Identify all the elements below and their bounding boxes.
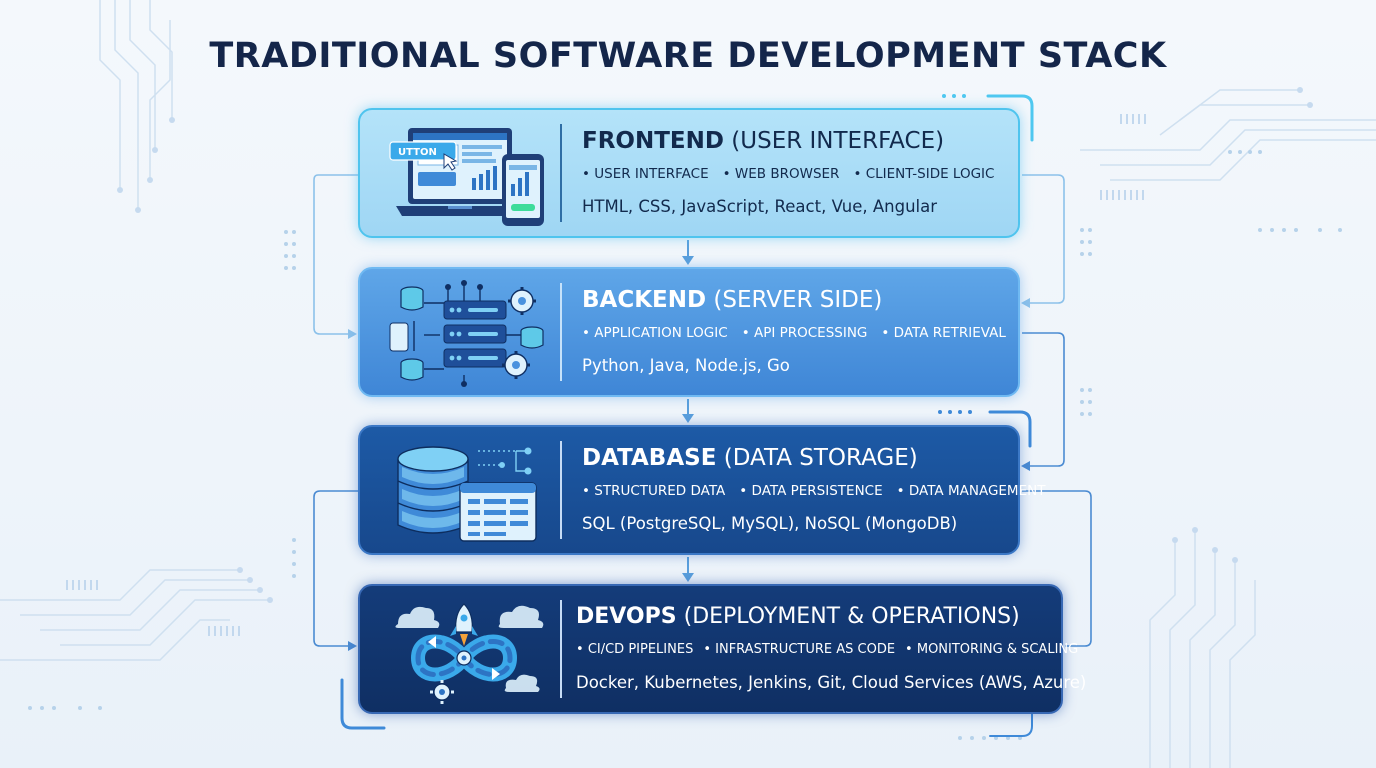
layer-tech: HTML, CSS, JavaScript, React, Vue, Angul… [582,197,937,216]
bullet-item: APPLICATION LOGIC [582,323,727,343]
page-title: TRADITIONAL SOFTWARE DEVELOPMENT STACK [209,36,1167,76]
layer-title-sub: (USER INTERFACE) [731,128,945,154]
bullet-item: INFRASTRUCTURE AS CODE [703,640,895,660]
layer-title-main: BACKEND [582,287,707,313]
layer-divider [560,283,562,381]
layer-divider [560,600,562,698]
layer-title-sub: (DATA STORAGE) [723,445,918,471]
bullet-item: CLIENT-SIDE LOGIC [853,164,995,184]
bullet-item: MONITORING & SCALING [905,640,1078,660]
layer-bullets: USER INTERFACE WEB BROWSER CLIENT-SIDE L… [582,164,1004,184]
layer-title: FRONTEND (USER INTERFACE) [582,124,1004,158]
bullet-item: DATA MANAGEMENT [897,481,1046,501]
server-gears-icon [378,279,554,389]
bullet-item: CI/CD PIPELINES [576,640,694,660]
layer-bullets: STRUCTURED DATA DATA PERSISTENCE DATA MA… [582,481,1045,501]
layer-tech: SQL (PostgreSQL, MySQL), NoSQL (MongoDB) [582,514,958,533]
infinity-rocket-icon [378,596,554,706]
layer-backend: BACKEND (SERVER SIDE) APPLICATION LOGIC … [358,267,1020,397]
layer-title: DEVOPS (DEPLOYMENT & OPERATIONS) [576,600,1047,634]
layer-tech: Docker, Kubernetes, Jenkins, Git, Cloud … [576,673,1087,692]
bullet-item: USER INTERFACE [582,164,708,184]
bullet-item: WEB BROWSER [723,164,840,184]
laptop-phone-icon: UTTON [378,120,554,230]
bullet-item: DATA PERSISTENCE [739,481,883,501]
layer-frontend: UTTON FRONTEND (USER INTERFACE) USER INT… [358,108,1020,238]
bullet-item: API PROCESSING [742,323,867,343]
layer-tech: Python, Java, Node.js, Go [582,356,790,375]
layer-title-sub: (DEPLOYMENT & OPERATIONS) [683,604,1020,629]
layer-divider [560,124,562,222]
layer-title-main: FRONTEND [582,128,724,154]
layer-divider [560,441,562,539]
layer-title-main: DEVOPS [576,604,677,629]
bullet-item: DATA RETRIEVAL [881,323,1006,343]
layer-title: DATABASE (DATA STORAGE) [582,441,1004,475]
bullet-item: STRUCTURED DATA [582,481,725,501]
layer-title-main: DATABASE [582,445,717,471]
layer-bullets: CI/CD PIPELINES INFRASTRUCTURE AS CODE M… [576,640,1078,660]
layer-bullets: APPLICATION LOGIC API PROCESSING DATA RE… [582,323,1006,343]
button-label-text: UTTON [398,147,437,158]
layer-title: BACKEND (SERVER SIDE) [582,283,1004,317]
layer-title-sub: (SERVER SIDE) [713,287,883,313]
database-table-icon [378,437,554,547]
layer-devops: DEVOPS (DEPLOYMENT & OPERATIONS) CI/CD P… [358,584,1087,714]
layer-database: DATABASE (DATA STORAGE) STRUCTURED DATA … [358,425,1045,555]
